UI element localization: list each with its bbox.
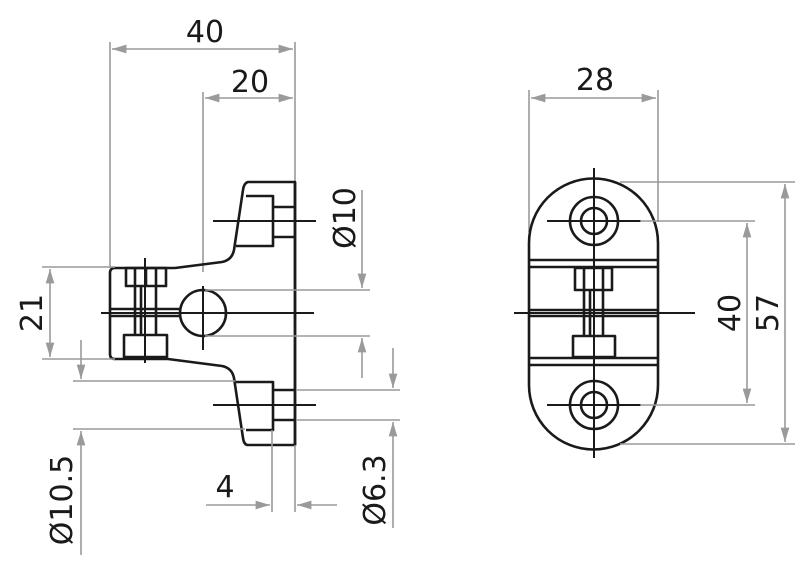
dim-label-28: 28	[576, 63, 614, 98]
dim-label-4: 4	[215, 470, 234, 505]
dim-label-dia-10: Ø10	[328, 187, 363, 249]
side-view: 40 20	[15, 15, 400, 555]
dim-label-57: 57	[751, 294, 786, 332]
dimension-40: 40	[109, 15, 296, 268]
dimension-dia-10: Ø10	[205, 187, 370, 378]
dimension-dia-10-5: Ø10.5	[45, 340, 245, 555]
bracket-front-outline	[514, 168, 695, 458]
dim-label-40: 40	[186, 15, 224, 50]
dim-label-20: 20	[231, 65, 269, 100]
dim-label-dia-10-5: Ø10.5	[45, 455, 80, 545]
dimension-21: 21	[15, 266, 115, 360]
front-view: 28	[514, 63, 795, 458]
dimension-28: 28	[528, 63, 659, 232]
dimension-20: 20	[202, 65, 293, 272]
dim-label-dia-6-3: Ø6.3	[358, 454, 393, 525]
dim-label-21: 21	[15, 294, 50, 332]
dimension-4: 4	[206, 430, 337, 512]
dimension-40-front: 40	[640, 220, 755, 406]
bracket-profile	[101, 180, 316, 447]
dimension-dia-6-3: Ø6.3	[297, 348, 400, 528]
dim-label-40-front: 40	[713, 294, 748, 332]
dimension-57: 57	[620, 181, 795, 445]
